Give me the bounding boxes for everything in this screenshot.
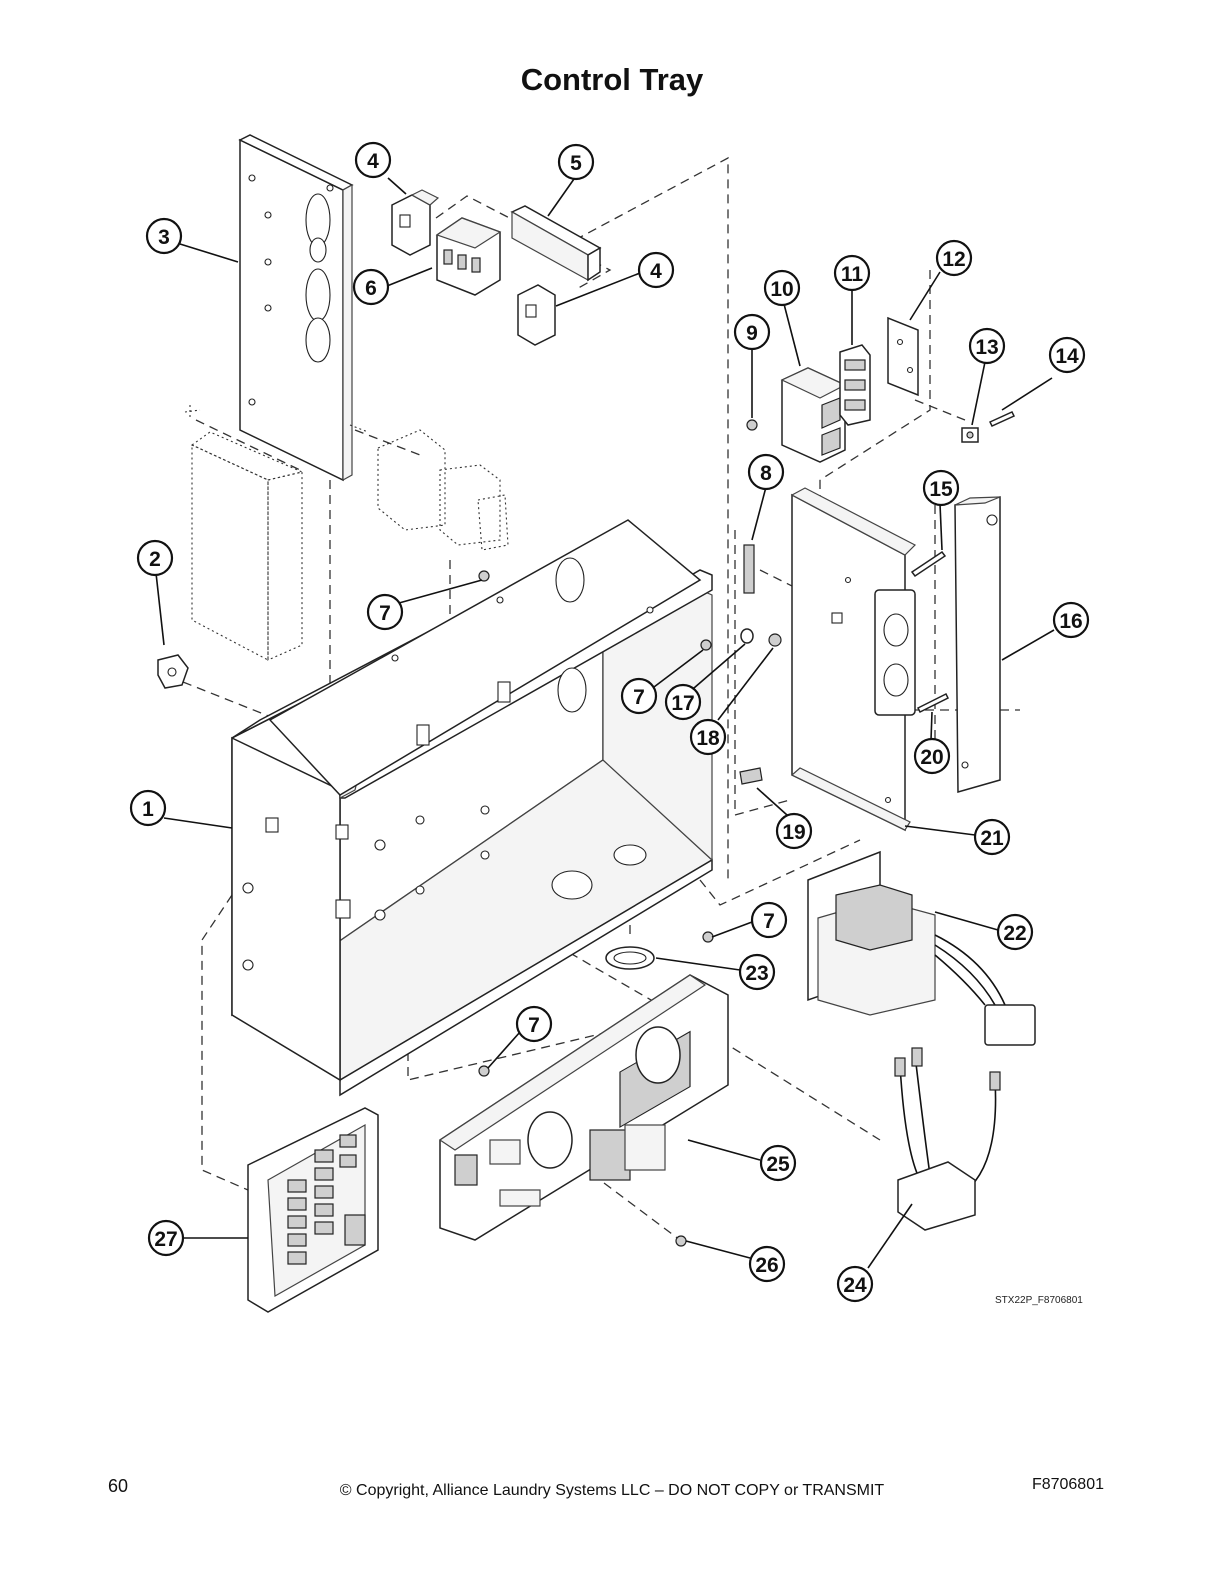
callout-20: 20 [913,737,951,775]
page-number: 60 [108,1476,129,1496]
callout-22: 22 [996,913,1034,951]
part-16-mount-bar [954,496,1001,793]
callout-4-lower-label: 4 [650,260,662,283]
part-5-din-rail [510,205,602,282]
callout-6: 6 [352,268,390,306]
callout-26-label: 26 [755,1254,778,1277]
part-7-screws [478,570,714,1077]
callout-12: 12 [935,239,973,277]
part-25-control-board [438,974,729,1241]
part-8-label [743,544,755,594]
part-2-clip [157,654,189,689]
callout-12-label: 12 [942,248,965,271]
callout-3: 3 [145,217,183,255]
callout-7-a: 7 [366,593,404,631]
callout-1: 1 [129,789,167,827]
callout-5-label: 5 [570,152,582,175]
callout-27: 27 [147,1219,185,1257]
callout-6-label: 6 [365,277,377,300]
part-22-transformer [807,850,1036,1046]
part-27-relay-module [247,1107,379,1313]
callout-7-c: 7 [750,901,788,939]
part-13-switch [961,427,979,443]
part-1-control-tray [230,519,714,1097]
callout-20-label: 20 [920,746,943,769]
part-18-nut [768,633,782,647]
callout-15-label: 15 [929,478,953,501]
page-title: Control Tray [520,62,704,97]
part-10-terminal-housing [780,367,847,463]
part-21-bracket [790,487,917,832]
callout-11: 11 [833,254,871,292]
phantom-relay-box [184,405,304,661]
callout-7-d: 7 [515,1005,553,1043]
part-17-plug [740,628,754,644]
callout-14: 14 [1048,336,1086,374]
callout-7-b: 7 [620,677,658,715]
callout-11-label: 11 [841,263,864,286]
callout-25-label: 25 [766,1153,790,1176]
callout-1-label: 1 [142,798,154,821]
document-id: F8706801 [1031,1476,1104,1493]
part-6-relay [435,217,502,296]
callout-10: 10 [763,269,801,307]
part-9-screw [746,419,758,431]
callout-21-label: 21 [980,827,1004,850]
part-26-screw [675,1235,687,1247]
drawing-code: STX22P_F8706801 [995,1295,1083,1306]
callout-21: 21 [973,818,1011,856]
part-14-screw [988,411,1016,427]
part-11-terminal-strip [839,344,871,426]
leader-lines [155,177,1055,1269]
callout-22-label: 22 [1003,922,1026,945]
part-4-end-clamp-lower [517,284,556,346]
callout-14-label: 14 [1055,345,1079,368]
callout-7-b-label: 7 [633,686,645,709]
callout-18: 18 [689,718,727,756]
callout-7-d-label: 7 [528,1014,540,1037]
callout-24-label: 24 [843,1274,867,1297]
callout-4-upper-label: 4 [367,150,379,173]
part-20-pin [916,692,950,714]
callout-26: 26 [748,1245,786,1283]
callout-15: 15 [922,469,960,507]
callout-5: 5 [557,143,595,181]
callout-7-a-label: 7 [379,602,391,625]
callout-3-label: 3 [158,226,170,249]
phantom-relay-assembly [349,424,509,551]
callout-19: 19 [775,812,813,850]
part-4-end-clamp-upper [391,189,440,256]
callout-17-label: 17 [671,692,694,715]
callout-4-lower: 4 [637,251,675,289]
callout-27-label: 27 [154,1228,177,1251]
callout-18-label: 18 [696,727,720,750]
part-23-grommet [605,946,655,970]
callout-23-label: 23 [745,962,768,985]
callout-4-upper: 4 [354,141,392,179]
callout-7-c-label: 7 [763,910,775,933]
callout-24: 24 [836,1265,874,1303]
callout-9-label: 9 [746,322,758,345]
callout-13: 13 [968,327,1006,365]
callout-10-label: 10 [770,278,793,301]
callout-23: 23 [738,953,776,991]
callout-9: 9 [733,313,771,351]
callout-8: 8 [747,453,785,491]
callout-13-label: 13 [975,336,998,359]
part-12-plate [887,316,919,397]
callout-8-label: 8 [760,462,772,485]
part-15-pin [910,550,947,578]
part-19-clip [739,767,763,785]
callout-16-label: 16 [1059,610,1082,633]
callout-25: 25 [759,1144,797,1182]
callout-16: 16 [1052,601,1090,639]
callout-17: 17 [664,683,702,721]
part-24-wire-harness [894,1047,1001,1231]
callout-2-label: 2 [149,548,161,571]
callout-2: 2 [136,539,174,577]
part-3-side-panel [238,134,354,482]
callout-19-label: 19 [782,821,805,844]
copyright-notice: © Copyright, Alliance Laundry Systems LL… [339,1482,885,1499]
